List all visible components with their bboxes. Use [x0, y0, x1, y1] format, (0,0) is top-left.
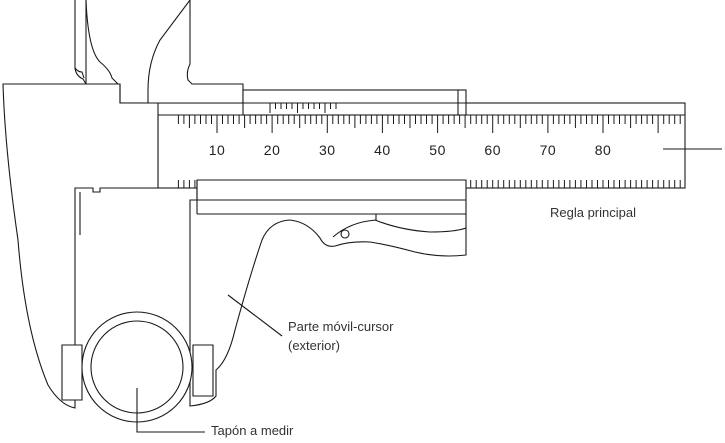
sliding-part-sublabel: (exterior): [288, 338, 340, 353]
slider-body: [189, 179, 467, 407]
sliding-part-label: Parte móvil-cursor: [288, 319, 394, 334]
main-scale-number: 40: [374, 142, 391, 158]
lower-jaws: [61, 344, 214, 401]
main-scale-number: 60: [484, 142, 501, 158]
main-scale-number: 80: [595, 142, 612, 158]
main-scale-number: 20: [264, 142, 281, 158]
main-scale-number: 30: [319, 142, 336, 158]
leader-lines: [136, 148, 722, 433]
main-scale-ticks: [177, 115, 681, 188]
fixed-jaw: [2, 0, 159, 409]
main-scale-number: 10: [209, 142, 226, 158]
measured-plug-label: Tapón a medir: [211, 423, 294, 438]
slider-top-window: [242, 89, 467, 116]
slider-inside-jaw: [147, 0, 244, 104]
main-ruler-label: Regla principal: [550, 205, 636, 220]
main-scale-number: 50: [429, 142, 446, 158]
main-scale-numbers: 10 20 30 40 50 60 70 80: [209, 142, 612, 158]
main-scale-number: 70: [540, 142, 557, 158]
